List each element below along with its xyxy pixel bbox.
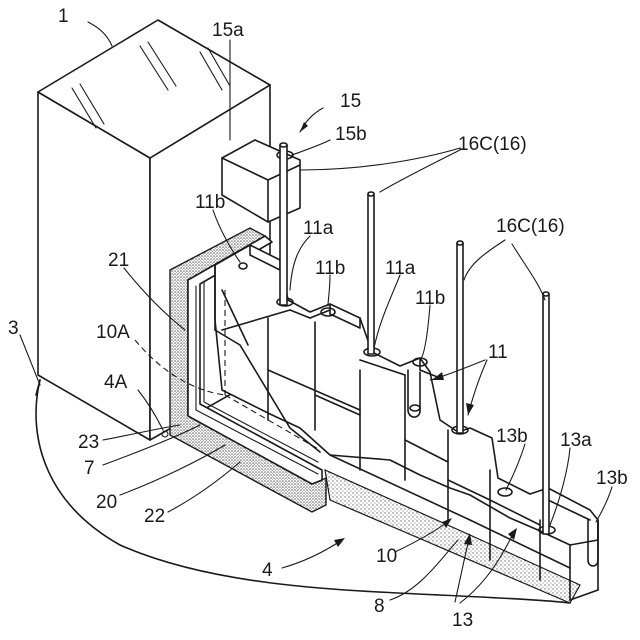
label-11b-mid: 11b — [315, 258, 345, 279]
label-13b-right: 13b — [596, 468, 628, 489]
label-21: 21 — [108, 250, 129, 271]
label-10: 10 — [376, 546, 397, 567]
label-11: 11 — [488, 342, 508, 363]
label-13a: 13a — [560, 430, 592, 451]
label-23: 23 — [78, 432, 99, 453]
label-11b-left: 11b — [195, 192, 225, 213]
label-11b-right: 11b — [415, 288, 445, 309]
label-15b: 15b — [335, 124, 367, 145]
label-11a-left: 11a — [303, 218, 334, 239]
label-16C-right: 16C(16) — [496, 216, 565, 237]
label-13: 13 — [452, 610, 473, 631]
label-7: 7 — [84, 458, 95, 479]
label-10A: 10A — [96, 322, 130, 343]
label-4: 4 — [262, 560, 273, 581]
label-15: 15 — [340, 91, 361, 112]
label-22: 22 — [144, 506, 165, 527]
label-3: 3 — [8, 318, 19, 339]
label-4A: 4A — [104, 372, 128, 393]
label-16C-top: 16C(16) — [458, 134, 527, 155]
label-15a: 15a — [212, 20, 244, 41]
label-13b-left: 13b — [496, 426, 528, 447]
label-8: 8 — [374, 596, 385, 617]
label-11a-mid: 11a — [385, 258, 416, 279]
label-1: 1 — [58, 6, 69, 27]
label-20: 20 — [96, 492, 117, 513]
